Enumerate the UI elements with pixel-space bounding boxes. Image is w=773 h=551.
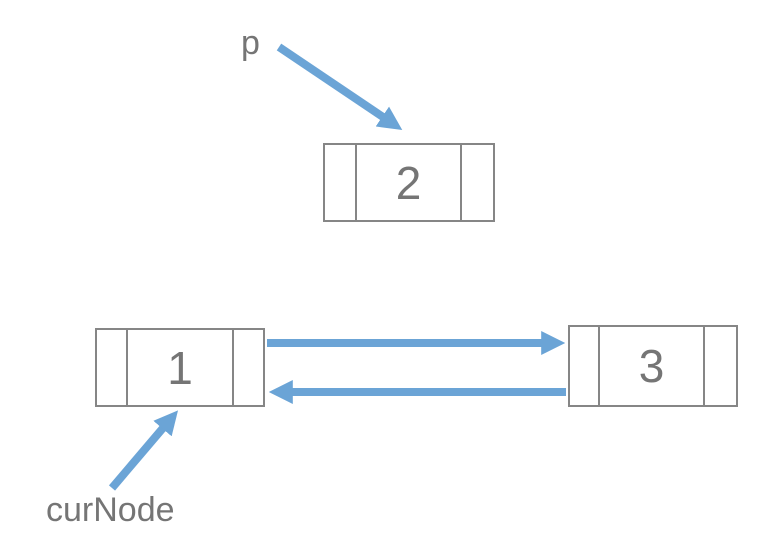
node-2-prev-cell xyxy=(325,145,357,220)
node-1: 1 xyxy=(95,328,265,407)
node-3-next-cell xyxy=(703,327,736,405)
node-2-next-cell xyxy=(460,145,493,220)
node-3-value: 3 xyxy=(638,340,665,392)
node-3: 3 xyxy=(568,325,738,407)
pointer-label-curnode: curNode xyxy=(46,491,175,529)
node-3-prev-cell xyxy=(570,327,600,405)
node-2-value: 2 xyxy=(395,156,422,209)
curnode-pointer-arrow xyxy=(108,410,179,491)
node-1-prev-cell xyxy=(97,330,128,405)
node-1-next-cell xyxy=(232,330,263,405)
p-pointer-arrow xyxy=(276,43,403,130)
node-1-value: 1 xyxy=(167,341,193,394)
node-2: 2 xyxy=(323,143,495,222)
pointer-label-p: p xyxy=(241,24,260,62)
